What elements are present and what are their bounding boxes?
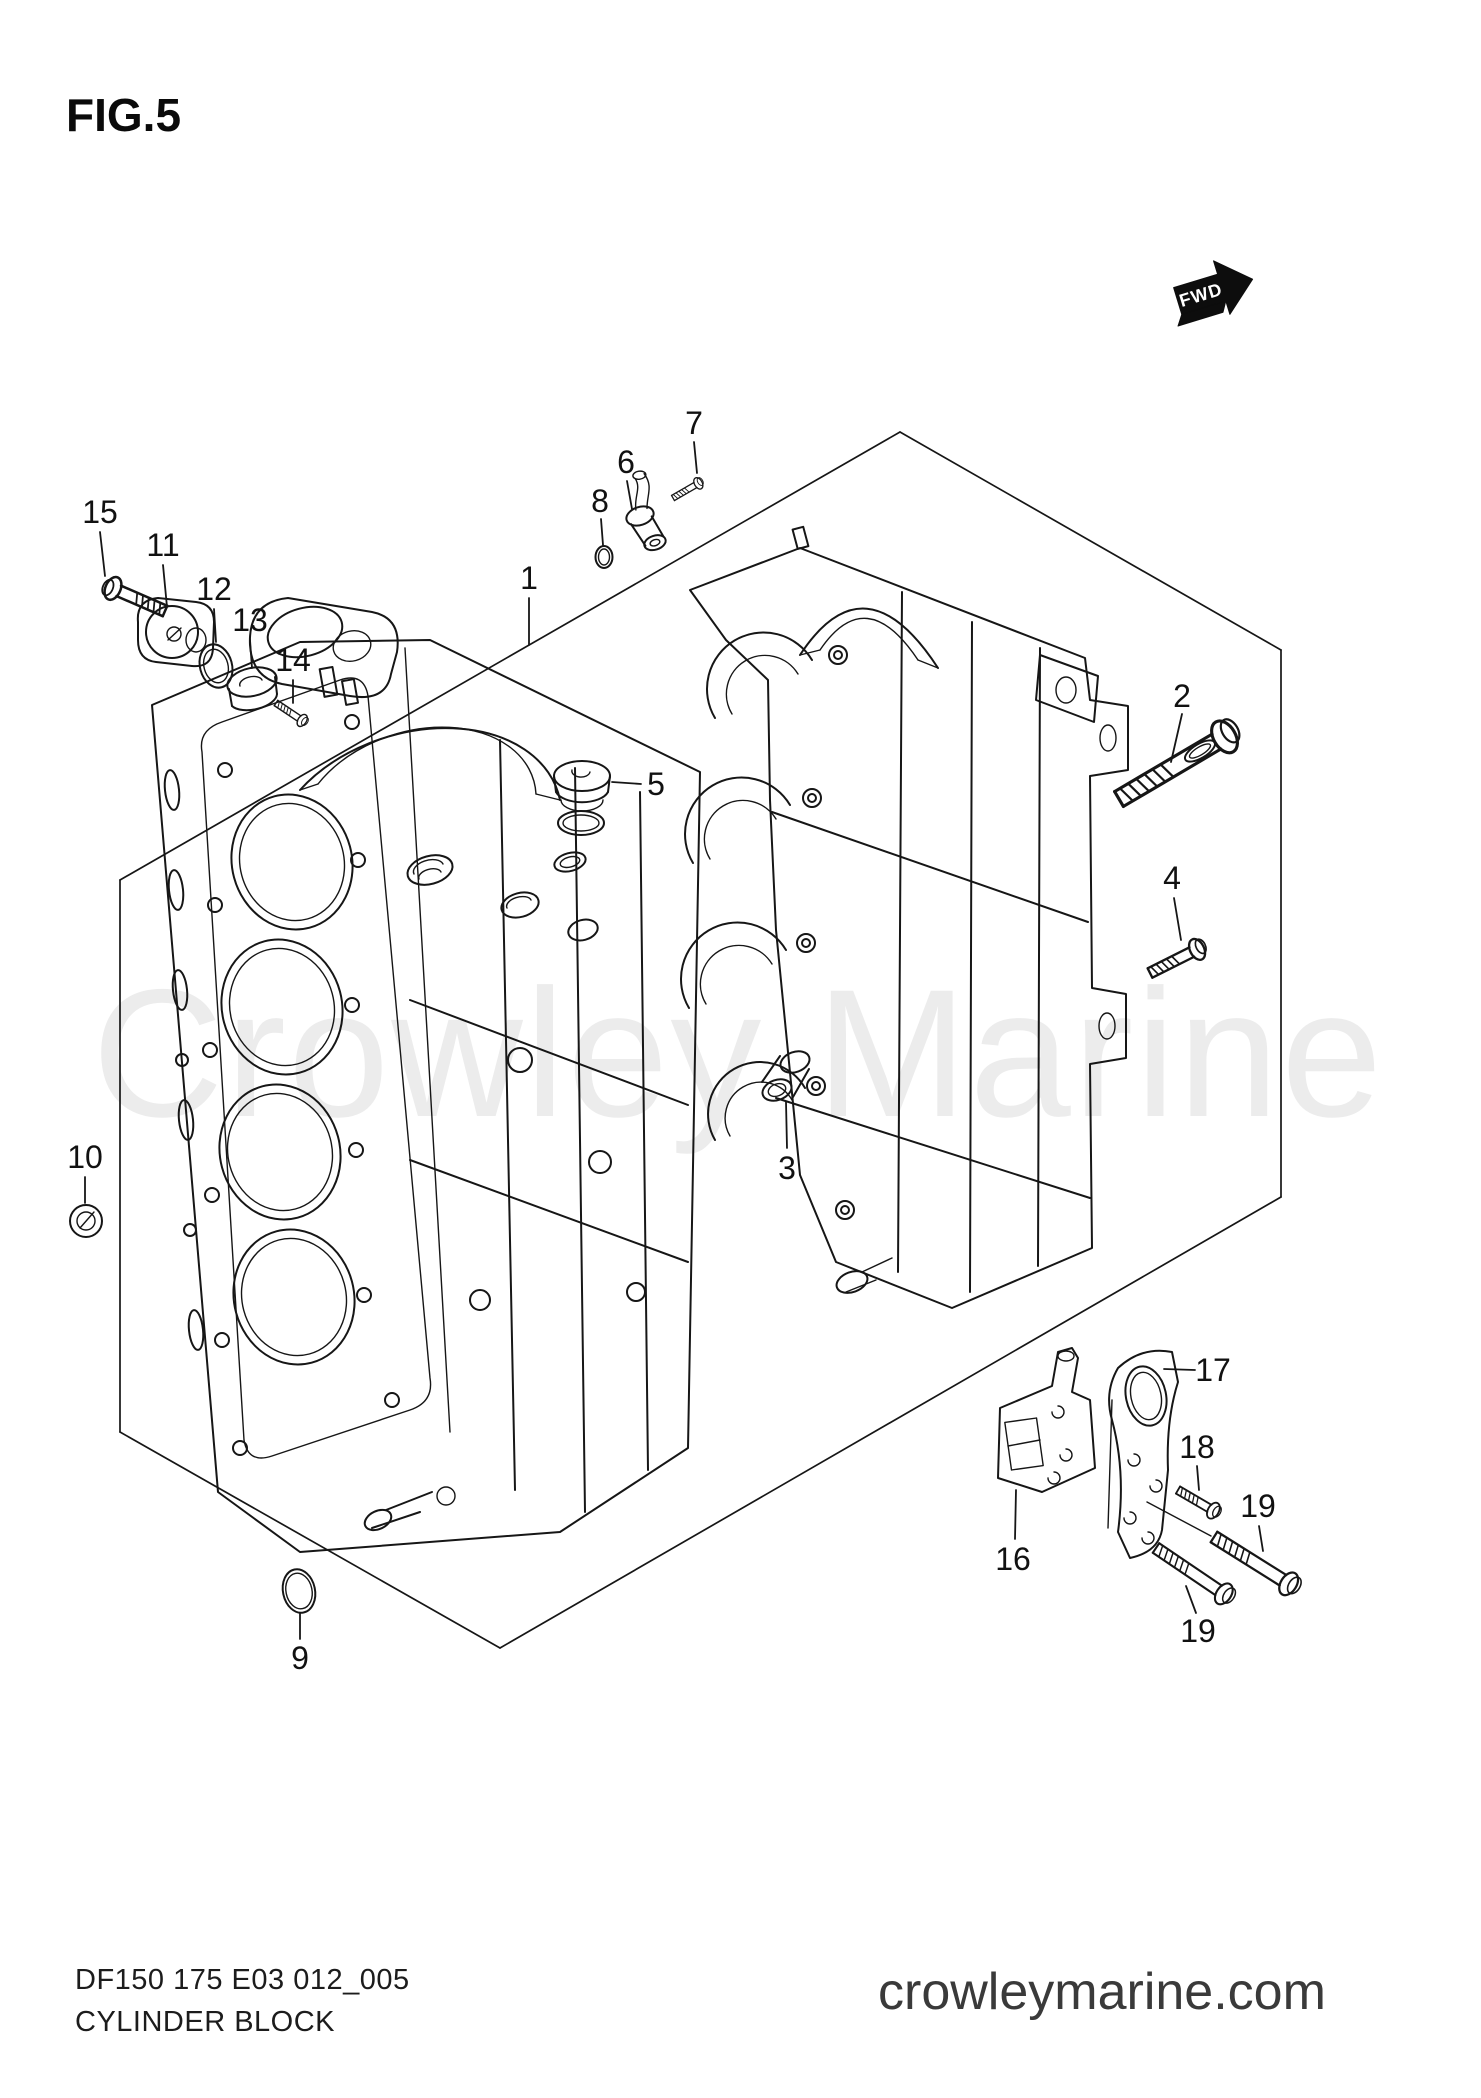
part-16-bracket [997,1347,1096,1493]
footer: DF150 175 E03 012_005 CYLINDER BLOCK [75,1964,410,2039]
watermark-text: Crowley Marine [92,951,1385,1155]
side-ribs [409,739,689,1513]
callout-label-6: 6 [617,444,635,480]
part-2-bolt [1108,712,1249,816]
part-19-bolt-lower [1148,1537,1241,1611]
callout-label-19: 19 [1180,1613,1216,1649]
callout-label-5: 5 [647,766,665,802]
fwd-arrow-depth [1177,300,1227,327]
part-11-anode-cover [136,597,215,668]
part-17-bracket [1107,1349,1212,1559]
cylinder-block [151,597,701,1553]
part-12-o-ring [198,643,234,689]
callout-label-1: 1 [520,560,538,596]
callout-leader-17 [1163,1368,1196,1371]
callout-label-18: 18 [1179,1429,1215,1465]
drain-fitting [363,1486,456,1532]
callout-label-19: 19 [1240,1488,1276,1524]
water-jacket-slots [163,769,205,1351]
callout-label-10: 10 [67,1139,103,1175]
part-5-plug [553,760,611,836]
deck-threaded-holes [406,851,599,942]
callout-leader-18 [1196,1465,1200,1491]
callout-label-7: 7 [685,405,703,441]
crankcase-bolt-bosses [796,645,855,1220]
callout-leader-13 [249,639,253,669]
part-8-o-ring [594,545,614,569]
callout-label-11: 11 [146,527,179,563]
site-name: crowleymarine.com [878,1963,1326,2021]
part-13-cap [226,666,278,712]
part-19-bolt-upper [1206,1525,1306,1602]
figure-title: FIG.5 [66,89,182,141]
callout-label-14: 14 [275,642,311,678]
cylinder-bores [218,793,356,1366]
callout-label-12: 12 [196,571,232,607]
part-10-seal [69,1204,103,1238]
part-9-o-ring [281,1568,317,1614]
callout-leader-11 [162,564,168,608]
part-3-dowel [761,1050,811,1102]
callout-leader-19 [1258,1525,1264,1552]
part-4-bolt [1143,934,1212,985]
callout-leader-16 [1014,1489,1017,1540]
callout-leader-4 [1173,897,1182,941]
callout-leader-3 [785,1101,788,1149]
callout-label-16: 16 [995,1541,1031,1577]
callout-leader-12 [213,608,217,643]
callout-leader-19 [1185,1585,1197,1614]
part-7-bolt [669,474,707,504]
callout-label-17: 17 [1195,1352,1231,1388]
crankcase-half [679,525,1129,1309]
deck-bolt-holes [202,714,400,1456]
callout-label-9: 9 [291,1640,309,1676]
fwd-arrow: FWD [1173,260,1254,327]
callout-label-13: 13 [232,602,268,638]
callout-leader-2 [1170,713,1183,763]
callout-leader-6 [626,480,633,510]
callout-leader-5 [611,781,642,785]
frame-box [119,431,1282,1649]
drawing-name: CYLINDER BLOCK [75,2006,336,2038]
callout-label-15: 15 [82,494,118,530]
callout-leader-7 [693,441,698,474]
crankcase-ribs [771,591,1091,1293]
callout-label-4: 4 [1163,860,1181,896]
bearing-saddles [679,631,813,1141]
drawing-code: DF150 175 E03 012_005 [75,1964,410,1996]
callout-label-3: 3 [778,1150,796,1186]
callout-label-2: 2 [1173,678,1191,714]
callout-label-8: 8 [591,483,609,519]
part-6-fitting [625,470,667,552]
callout-leader-8 [600,518,604,546]
callout-leader-15 [99,531,106,577]
